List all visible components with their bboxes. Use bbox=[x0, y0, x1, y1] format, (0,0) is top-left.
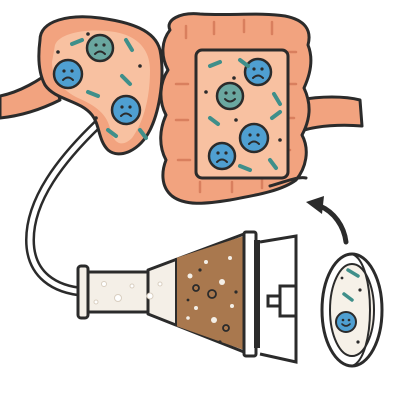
flask-liquid bbox=[176, 236, 244, 350]
curved-arrow-icon bbox=[306, 196, 349, 245]
sad-microbe-icon bbox=[110, 94, 142, 126]
flask-neck bbox=[82, 270, 152, 314]
bacteria-rods bbox=[208, 58, 282, 172]
bacteria-rods bbox=[70, 38, 148, 140]
happy-microbe-icon bbox=[215, 81, 245, 111]
sad-microbe-icon bbox=[243, 57, 273, 87]
petri-dish-icon bbox=[320, 252, 384, 368]
stomach-microbes bbox=[52, 32, 148, 140]
sad-microbe-icon bbox=[238, 122, 270, 154]
sad-microbe-icon bbox=[85, 33, 115, 63]
happy-microbe-icon bbox=[335, 311, 357, 333]
feeding-tube-icon bbox=[24, 117, 105, 297]
sad-microbe-icon bbox=[207, 141, 237, 171]
clamp-stand bbox=[259, 234, 298, 364]
colon-microbes bbox=[204, 57, 282, 172]
small-intestine-right bbox=[298, 95, 364, 132]
culture-flask-icon bbox=[76, 230, 260, 358]
sad-microbe-icon bbox=[52, 58, 84, 90]
